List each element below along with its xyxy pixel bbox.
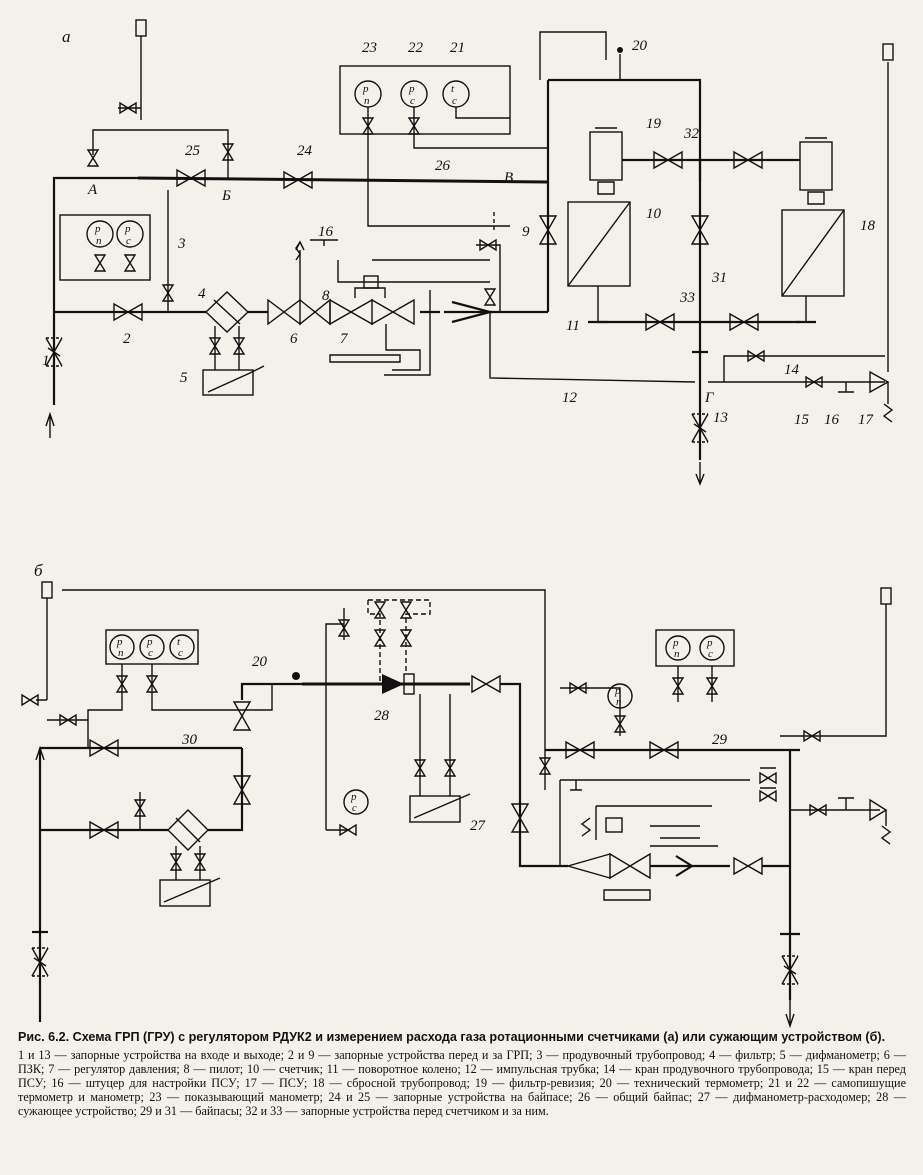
figure-caption: Рис. 6.2. Схема ГРП (ГРУ) с регулятором … xyxy=(18,1030,906,1118)
svg-text:p: p xyxy=(146,636,153,648)
svg-text:16: 16 xyxy=(824,412,840,428)
svg-text:п: п xyxy=(674,648,680,660)
psu-17 xyxy=(869,370,890,404)
caption-title: Рис. 6.2. Схема ГРП (ГРУ) с регулятором … xyxy=(18,1030,886,1044)
panel-b-label: б xyxy=(34,561,43,580)
svg-text:с: с xyxy=(410,95,415,107)
regulator-b xyxy=(565,852,651,880)
pzk-6 xyxy=(267,298,331,326)
dp-gauge-5 xyxy=(202,369,254,396)
svg-text:p: p xyxy=(362,83,369,95)
svg-text:9: 9 xyxy=(522,224,530,240)
impulse-tube-12 xyxy=(489,312,696,383)
svg-text:p: p xyxy=(672,637,679,649)
bypass-26 xyxy=(137,176,549,184)
svg-text:16: 16 xyxy=(318,224,334,240)
svg-text:п: п xyxy=(364,95,370,107)
counter-10 xyxy=(567,201,631,287)
svg-text:p: p xyxy=(408,83,415,95)
counter-10-b xyxy=(781,209,845,297)
svg-text:p: p xyxy=(614,685,621,697)
svg-text:14: 14 xyxy=(784,362,800,378)
svg-text:p: p xyxy=(116,636,123,648)
svg-text:с: с xyxy=(148,647,153,659)
svg-text:п: п xyxy=(118,647,124,659)
svg-text:с: с xyxy=(178,647,183,659)
schematic-drawing: а 1 25 24 26 А Б В p п p с xyxy=(21,19,894,1029)
svg-text:21: 21 xyxy=(450,40,465,56)
svg-text:31: 31 xyxy=(711,270,727,286)
svg-text:10: 10 xyxy=(646,206,662,222)
svg-text:25: 25 xyxy=(185,143,201,159)
svg-text:19: 19 xyxy=(646,116,662,132)
regulator-7 xyxy=(329,298,415,326)
svg-text:18: 18 xyxy=(860,218,876,234)
svg-text:с: с xyxy=(452,95,457,107)
svg-text:33: 33 xyxy=(679,290,695,306)
svg-text:11: 11 xyxy=(566,318,580,334)
panel-a: а 1 25 24 26 А Б В p п p с xyxy=(42,19,894,486)
svg-text:27: 27 xyxy=(470,818,487,834)
svg-text:5: 5 xyxy=(180,370,188,386)
svg-text:6: 6 xyxy=(290,331,298,347)
thermometer-20-b xyxy=(292,672,300,680)
svg-text:3: 3 xyxy=(177,236,186,252)
thermometer-20 xyxy=(617,47,623,53)
svg-text:2: 2 xyxy=(123,331,131,347)
caption-legend: 1 и 13 — запорные устройства на входе и … xyxy=(18,1048,906,1118)
svg-text:22: 22 xyxy=(408,40,424,56)
svg-text:20: 20 xyxy=(252,654,268,670)
svg-text:с: с xyxy=(708,648,713,660)
svg-text:п: п xyxy=(616,696,622,708)
svg-text:29: 29 xyxy=(712,732,728,748)
svg-text:t: t xyxy=(177,636,181,648)
svg-text:26: 26 xyxy=(435,158,451,174)
point-g: Г xyxy=(704,390,715,406)
svg-text:1: 1 xyxy=(42,353,50,369)
svg-text:p: p xyxy=(94,223,101,235)
svg-text:7: 7 xyxy=(340,331,349,347)
vent-cap xyxy=(135,19,147,37)
panel-a-label: а xyxy=(62,27,71,46)
svg-text:p: p xyxy=(706,637,713,649)
svg-text:15: 15 xyxy=(794,412,810,428)
svg-text:8: 8 xyxy=(322,288,330,304)
svg-text:32: 32 xyxy=(683,126,700,142)
panel-b: б p п p с t с 30 xyxy=(21,561,892,1029)
svg-text:17: 17 xyxy=(858,412,875,428)
dp-flowmeter-27 xyxy=(409,795,461,823)
point-a: А xyxy=(87,182,98,198)
inlet-arrow xyxy=(45,411,55,438)
svg-text:с: с xyxy=(126,235,131,247)
svg-text:t: t xyxy=(451,83,455,95)
point-v: В xyxy=(504,170,513,186)
gauge-panel-a-left xyxy=(59,214,151,281)
point-b: Б xyxy=(221,188,231,204)
svg-text:24: 24 xyxy=(297,143,313,159)
vent-cap-b xyxy=(41,581,53,599)
outlet-arrow xyxy=(695,462,705,486)
orifice-28 xyxy=(382,674,404,694)
svg-text:12: 12 xyxy=(562,390,578,406)
svg-text:4: 4 xyxy=(198,286,206,302)
svg-text:20: 20 xyxy=(632,38,648,54)
svg-text:23: 23 xyxy=(362,40,377,56)
filter-revision-19 xyxy=(589,131,623,181)
svg-text:п: п xyxy=(96,235,102,247)
svg-text:с: с xyxy=(352,802,357,814)
svg-text:28: 28 xyxy=(374,708,390,724)
gauge-panel-a-top xyxy=(339,65,511,135)
svg-text:30: 30 xyxy=(181,732,198,748)
svg-text:p: p xyxy=(350,791,357,803)
gauge-panel-b-right xyxy=(655,629,735,667)
svg-text:13: 13 xyxy=(713,410,728,426)
svg-text:p: p xyxy=(124,223,131,235)
